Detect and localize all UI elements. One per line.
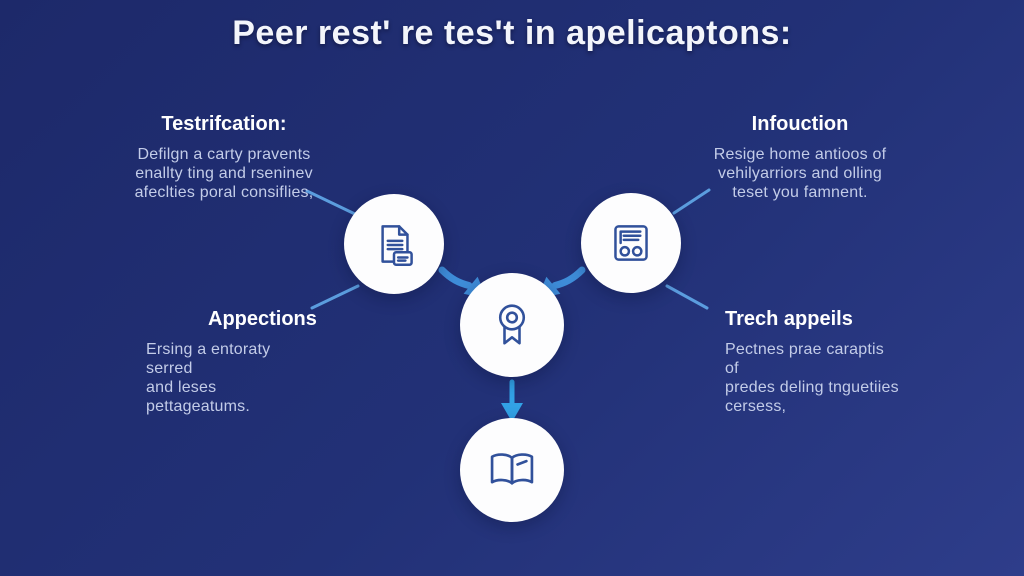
block-heading: Appections	[208, 308, 317, 330]
block-body-line: Pectnes prae caraptis of	[725, 341, 884, 377]
text-block-appections: Appections Ersing a entoraty serred and …	[146, 308, 317, 416]
block-body-line: afeclties poral consiflies,	[134, 184, 314, 201]
node-circle-book	[460, 418, 564, 522]
block-body-line: teset you famnent.	[732, 184, 868, 201]
node-circle-card	[581, 193, 681, 293]
block-heading: Trech appeils	[725, 308, 853, 330]
card-list-icon	[614, 225, 648, 261]
block-body-line: and leses pettageatums.	[146, 379, 250, 415]
block-body-line: vehilyarriors and olling	[718, 165, 882, 182]
block-heading: Infouction	[751, 113, 849, 135]
text-block-infouction: Infouction Resige home antioos of vehily…	[694, 113, 906, 202]
open-book-icon	[490, 453, 534, 485]
block-body-line: Defilgn a carty pravents	[137, 146, 311, 163]
node-circle-award	[460, 273, 564, 377]
block-body-line: cersess,	[725, 398, 787, 415]
award-ribbon-icon	[498, 304, 526, 345]
arrow-center-to-bottom-icon	[501, 379, 523, 422]
document-lines-icon	[381, 225, 413, 266]
block-heading: Testrifcation:	[161, 113, 287, 135]
block-body-line: predes deling tnguetiies	[725, 379, 899, 396]
page-title: Peer rest' re tes't in apelicaptons:	[232, 14, 792, 52]
connector-line-bottom-right	[665, 284, 709, 310]
text-block-trech-appeils: Trech appeils Pectnes prae caraptis of p…	[725, 308, 900, 416]
text-block-testrifcation: Testrifcation: Defilgn a carty pravents …	[116, 113, 332, 202]
block-body-line: Ersing a entoraty serred	[146, 341, 271, 377]
connector-line-top-right	[672, 188, 711, 215]
connector-line-top-left	[305, 189, 359, 217]
block-body-line: Resige home antioos of	[713, 146, 887, 163]
connector-line-bottom-left	[310, 284, 360, 310]
block-body-line: enallty ting and rseninev	[135, 165, 313, 182]
node-circle-document	[344, 194, 444, 294]
